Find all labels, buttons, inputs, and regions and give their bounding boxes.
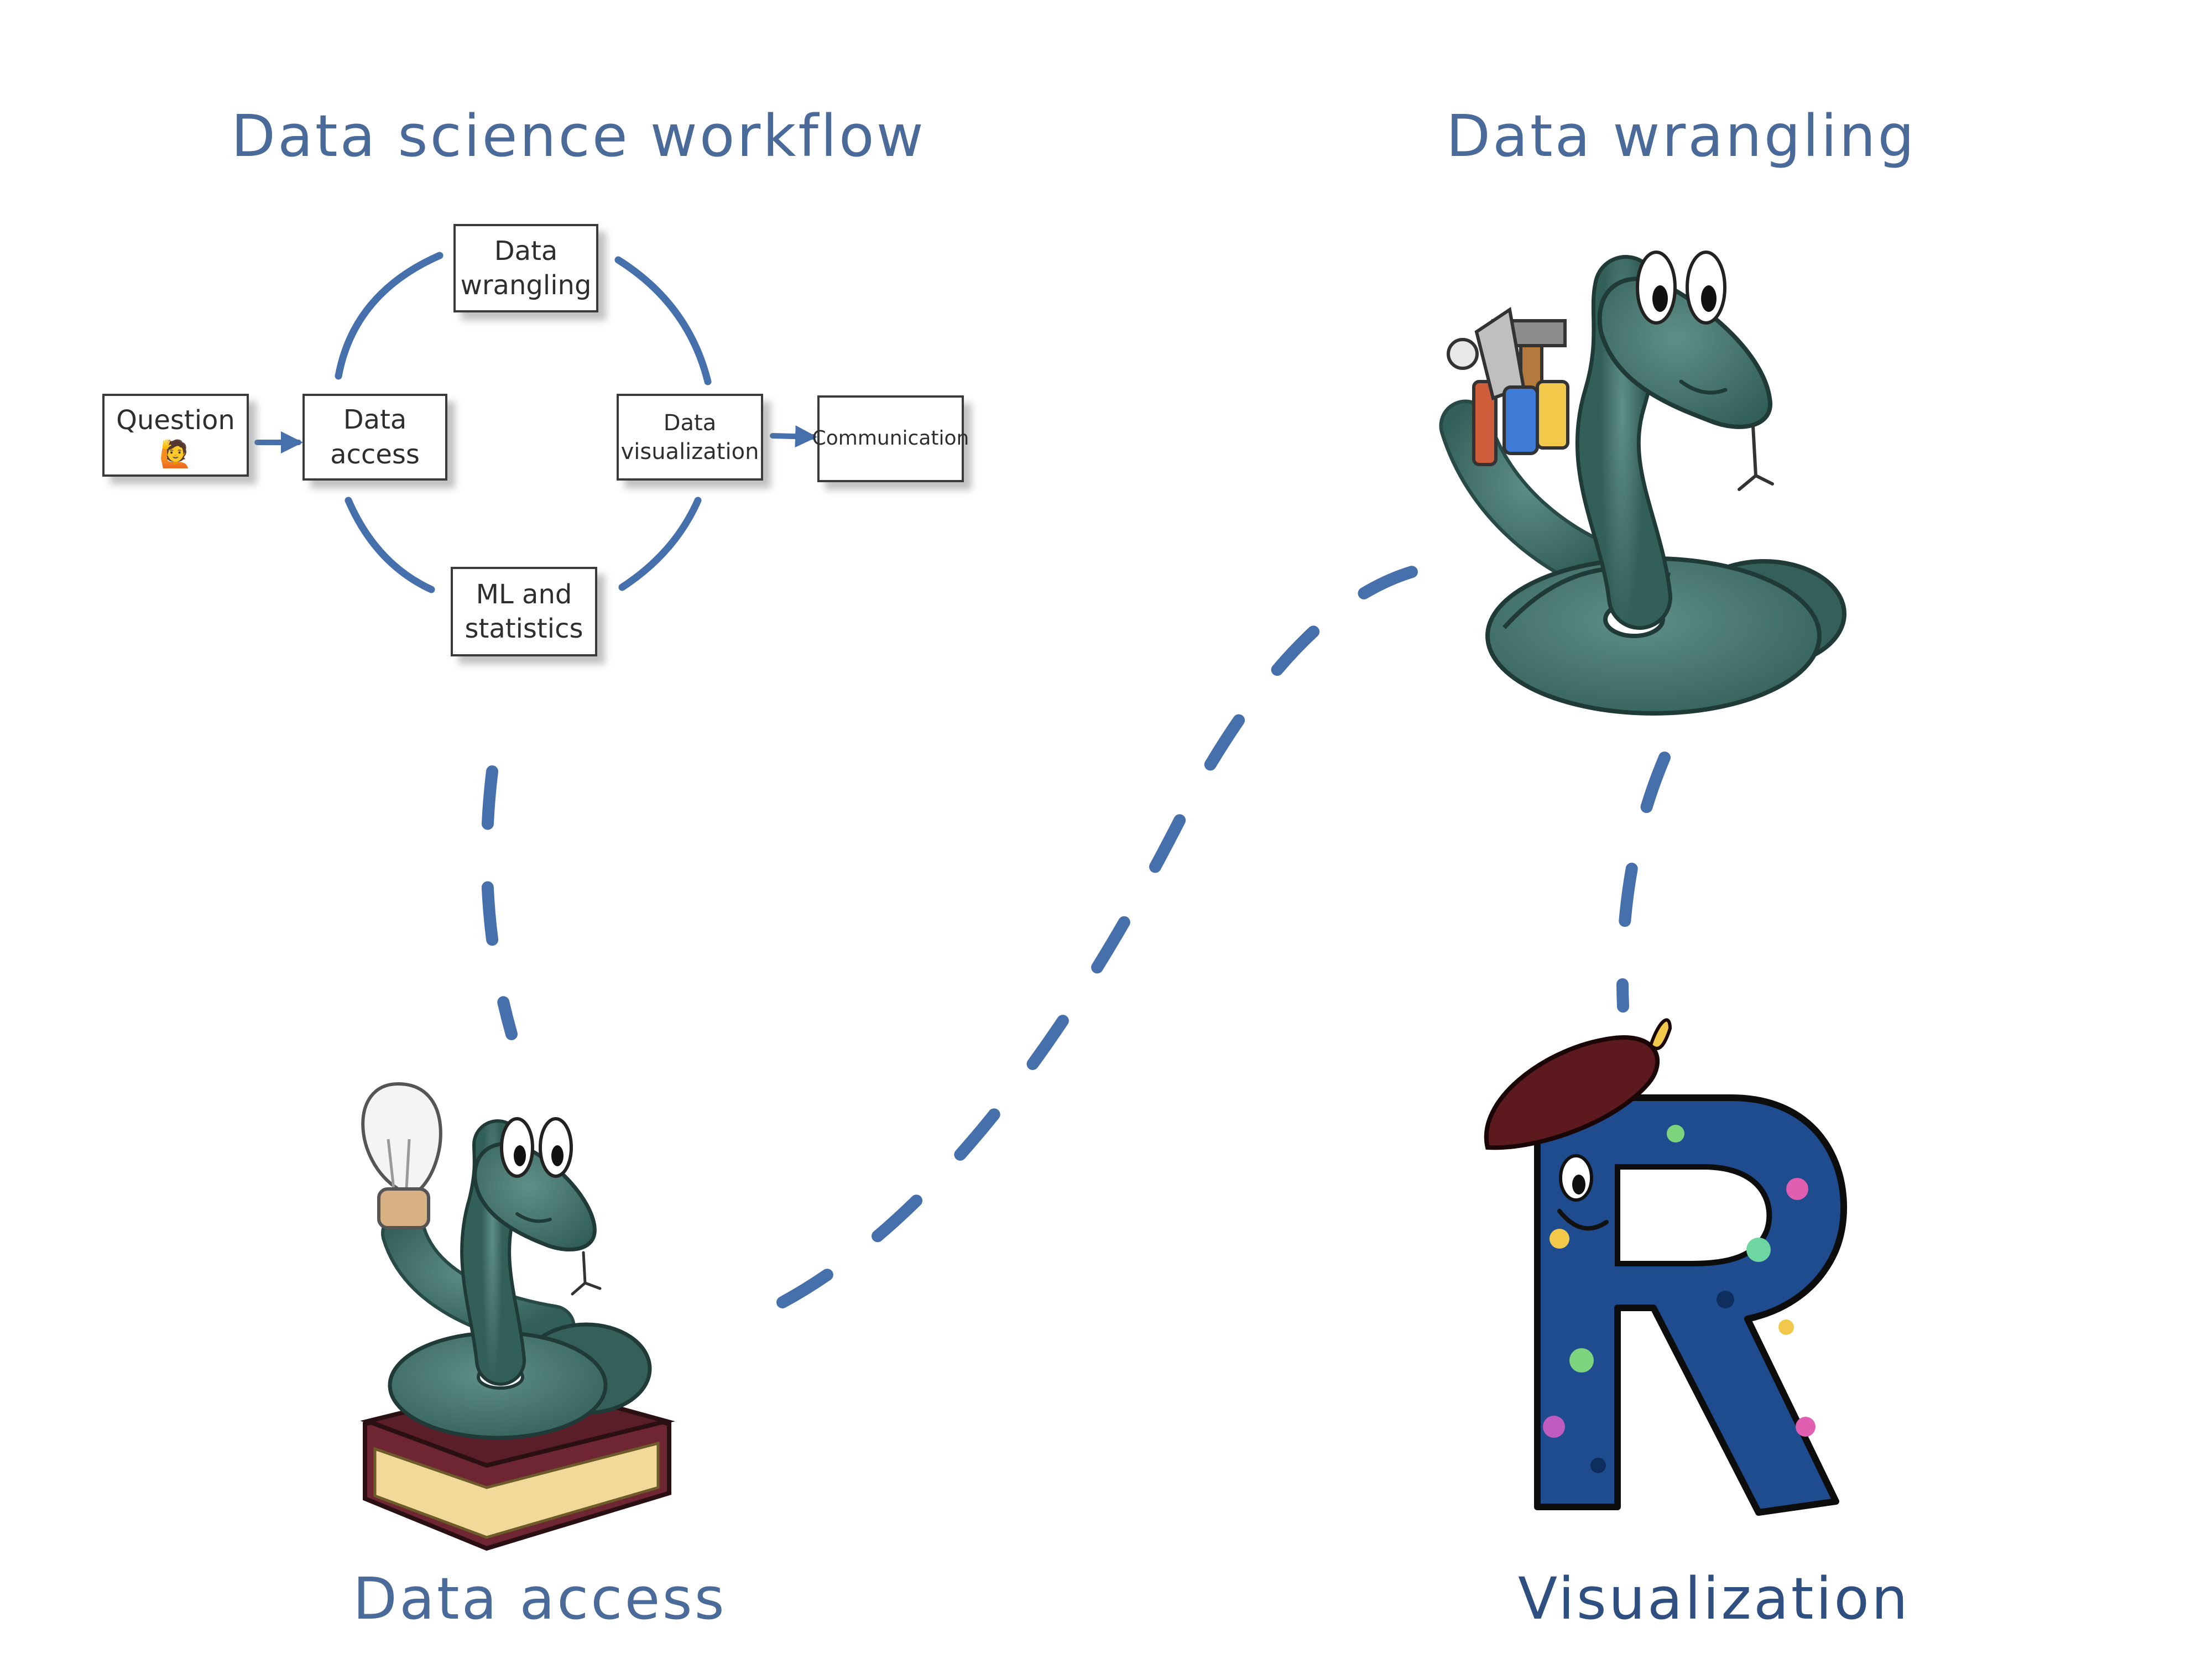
r-letter-with-beret-icon [1484,1018,1848,1516]
raising-hand-icon: 🙋 [159,439,192,470]
dashed-connectors [481,558,1671,1308]
arrow-visualization-to-communication [770,425,817,448]
box-data-visualization-line2: visualization [620,439,759,465]
workflow-arrows [254,425,817,453]
box-ml-statistics-line1: ML and [476,578,572,610]
title-visualization: Visualization [1518,1565,1910,1632]
cycle-arc-top-left [335,252,444,380]
connector-workflow-to-access [481,765,518,1040]
box-data-access: Data access [302,394,447,481]
cycle-arc-top-right [614,256,712,385]
box-ml-statistics-line2: statistics [465,613,583,644]
cycle-arc-bottom-left [345,497,435,593]
title-wrangling: Data wrangling [1446,102,1917,170]
title-access: Data access [353,1565,727,1632]
box-data-visualization-line1: Data [663,410,717,436]
box-data-access-line1: Data [343,404,407,436]
connector-access-to-wrangling [776,558,1460,1308]
box-data-visualization: Data visualization [617,394,763,481]
box-data-wrangling-line2: wrangling [460,270,592,301]
box-communication: Communication [812,395,969,482]
snake-with-lightbulb-on-book-icon [360,1082,675,1551]
box-data-wrangling-line1: Data [494,235,558,267]
box-communication-label: Communication [812,427,969,450]
box-question-label: Question [116,404,235,436]
box-data-access-line2: access [330,439,420,470]
workflow-cycle [335,252,712,593]
box-data-wrangling: Data wrangling [453,224,598,312]
box-ml-statistics: ML and statistics [451,567,597,656]
connector-wrangling-to-visualization [1616,752,1671,1013]
cycle-arc-bottom-right [618,497,702,591]
box-question: Question 🙋 [102,394,249,477]
title-workflow: Data science workflow [231,102,926,170]
snake-with-tools-icon [1439,251,1846,716]
